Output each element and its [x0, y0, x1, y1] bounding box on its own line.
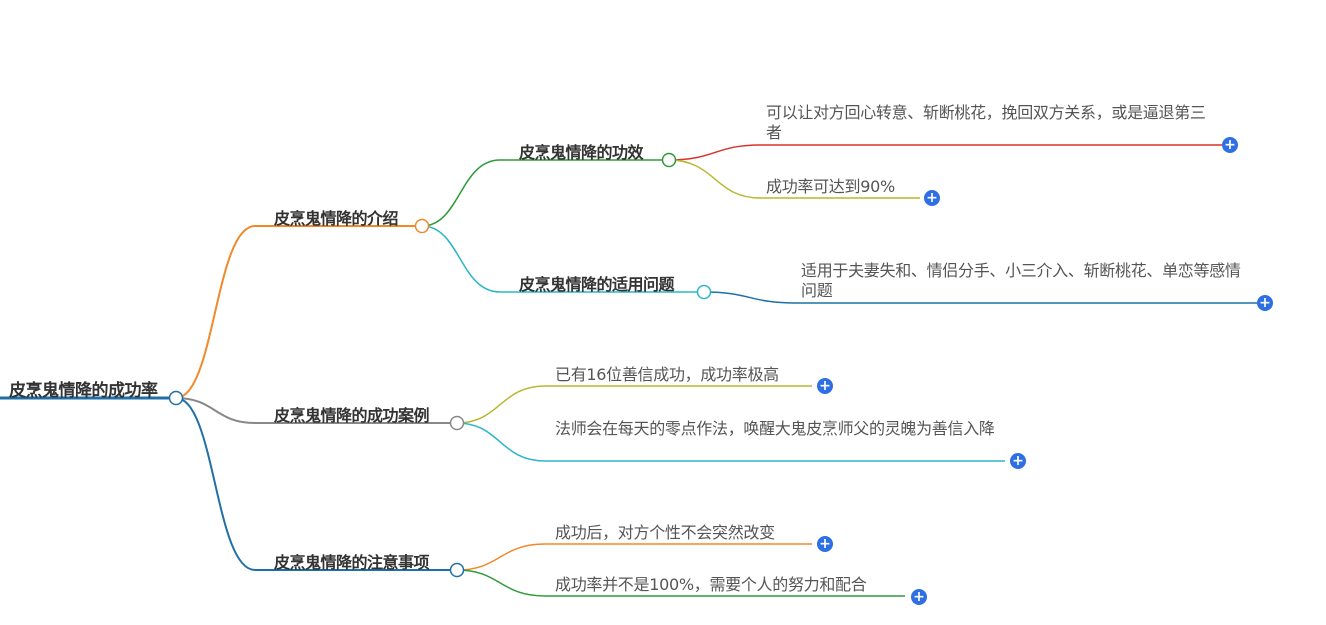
branch-cases-collapse-toggle [449, 415, 465, 431]
leaf-effect-1[interactable]: 可以让对方回心转意、斩断桃花，挽回双方关系，或是逼退第三者 [766, 103, 1206, 142]
plus-icon[interactable]: + [911, 589, 927, 605]
plus-icon[interactable]: + [1010, 453, 1026, 469]
sub-effect[interactable]: 皮烹鬼情降的功效 [519, 143, 644, 162]
leaf-usage-1[interactable]: 适用于夫妻失和、情侣分手、小三介入、斩断桃花、单恋等感情问题 [801, 261, 1241, 300]
root-node[interactable]: 皮烹鬼情降的成功率 [9, 381, 158, 401]
plus-icon[interactable]: + [924, 190, 940, 206]
branch-cases[interactable]: 皮烹鬼情降的成功案例 [274, 406, 430, 425]
branch-notes-collapse-toggle [449, 562, 465, 578]
leaf-cases-1[interactable]: 已有16位善信成功，成功率极高 [555, 365, 779, 384]
leaf-cases-2[interactable]: 法师会在每天的零点作法，唤醒大鬼皮烹师父的灵魄为善信入降 [555, 419, 995, 438]
plus-icon[interactable]: + [1222, 137, 1238, 153]
leaf-effect-2[interactable]: 成功率可达到90% [766, 177, 895, 196]
leaf-notes-2[interactable]: 成功率并不是100%，需要个人的努力和配合 [555, 575, 867, 594]
sub-usage-collapse-toggle [696, 284, 712, 300]
sub-usage[interactable]: 皮烹鬼情降的适用问题 [519, 275, 675, 294]
branch-notes[interactable]: 皮烹鬼情降的注意事项 [274, 553, 430, 572]
root-collapse-toggle [168, 390, 184, 406]
plus-icon[interactable]: + [817, 536, 833, 552]
branch-intro[interactable]: 皮烹鬼情降的介绍 [274, 209, 399, 228]
plus-icon[interactable]: + [817, 378, 833, 394]
branch-intro-collapse-toggle [414, 218, 430, 234]
sub-effect-collapse-toggle [661, 152, 677, 168]
leaf-notes-1[interactable]: 成功后，对方个性不会突然改变 [555, 523, 775, 542]
plus-icon[interactable]: + [1257, 295, 1273, 311]
